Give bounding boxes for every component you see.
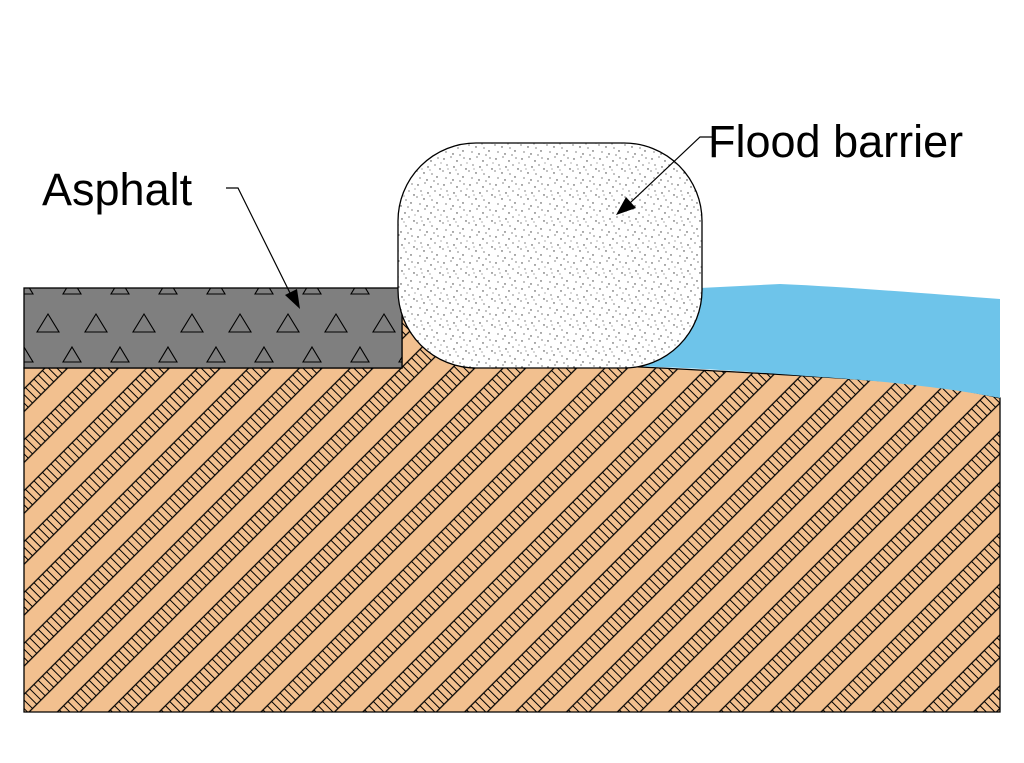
water — [620, 284, 1000, 398]
asphalt-label: Asphalt — [42, 164, 193, 215]
flood-barrier-arrowhead — [616, 197, 636, 215]
flood-barrier-label: Flood barrier — [708, 116, 963, 167]
flood-barrier — [397, 142, 703, 369]
asphalt-arrowhead — [285, 289, 300, 309]
asphalt-layer — [23, 287, 403, 369]
asphalt-leader — [226, 187, 300, 309]
flood-barrier-leader — [616, 136, 712, 215]
